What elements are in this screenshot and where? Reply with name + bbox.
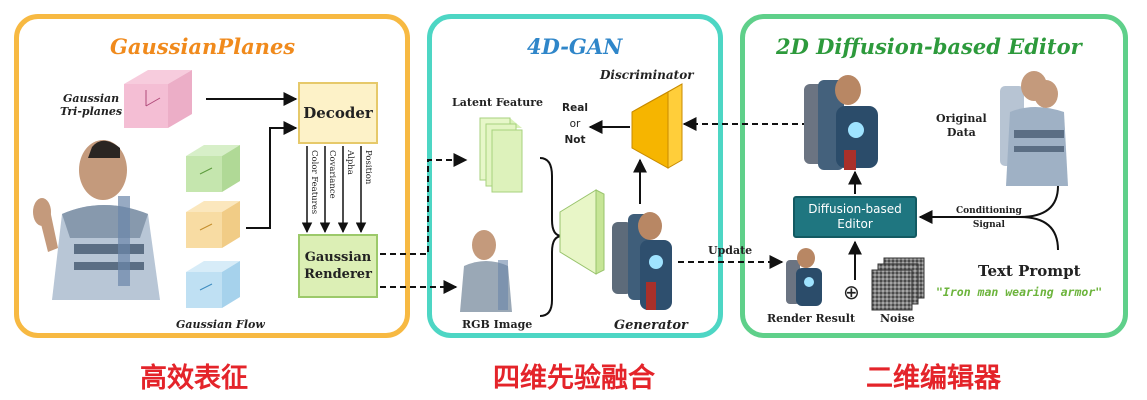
noise-icon: [871, 257, 925, 311]
gan-title: 4D-GAN: [527, 34, 623, 59]
original-label-line2: Data: [946, 126, 976, 139]
real-label: Real: [562, 102, 588, 114]
triplane-cube-icon: [124, 70, 192, 128]
editor-label-line1: Diffusion-based: [808, 202, 902, 216]
triplane-label-line1: Gaussian: [62, 92, 120, 105]
discriminator-label: Discriminator: [600, 68, 694, 82]
feature-color-label: Color Features: [309, 150, 319, 215]
conditioning-label-line2: Signal: [972, 220, 1005, 230]
feature-alpha-label: Alpha: [345, 150, 355, 175]
noise-label: Noise: [880, 312, 915, 325]
gaussian-planes-title: GaussianPlanes: [110, 34, 296, 59]
not-label: Not: [564, 134, 586, 146]
caption-editor: 二维编辑器: [866, 363, 1001, 394]
renderer-label-line2: Renderer: [304, 267, 372, 282]
update-label: Update: [708, 244, 753, 257]
caption-gan: 四维先验融合: [493, 363, 655, 394]
generator-ironman-icon: [612, 212, 672, 310]
gaussian-flow-label: Gaussian Flow: [176, 318, 265, 331]
encoder-trapezoid-icon: [559, 189, 605, 275]
triplane-label: Gaussian Tri-planes: [60, 92, 122, 118]
or-label: or: [569, 118, 581, 130]
diffusion-editor-panel: [740, 14, 1128, 338]
editor-label-line2: Editor: [837, 217, 873, 231]
plus-icon: ⊕: [843, 280, 860, 304]
feature-position-label: Position: [363, 150, 373, 185]
generator-label: Generator: [614, 318, 688, 333]
original-data-icon: [1000, 71, 1068, 186]
feature-covariance-label: Covariance: [327, 150, 337, 199]
caption-gaussian: 高效表征: [140, 363, 248, 394]
prompt-text: "Iron man wearing armor": [936, 285, 1103, 299]
rgb-image-label: RGB Image: [462, 318, 533, 331]
triplane-label-line2: Tri-planes: [60, 105, 123, 118]
text-prompt-label: Text Prompt: [978, 262, 1081, 280]
person-image-icon: [33, 140, 160, 300]
latent-feature-stack-icon: [479, 117, 523, 193]
conditioning-label-line1: Conditioning: [956, 206, 1022, 216]
original-data-label: Original Data: [936, 112, 987, 140]
decoder-box: Decoder: [298, 82, 378, 144]
discriminator-block-icon: [631, 83, 683, 169]
gaussian-planes-panel: [14, 14, 410, 338]
rgb-image-icon: [460, 230, 512, 312]
original-label-line1: Original: [936, 112, 987, 125]
editor-title: 2D Diffusion-based Editor: [776, 34, 1082, 59]
render-result-label: Render Result: [767, 312, 856, 325]
flow-cube-blue-icon: [186, 261, 240, 308]
flow-cube-yellow-icon: [186, 201, 240, 248]
render-result-icon: [786, 248, 822, 306]
renderer-label-line1: Gaussian: [304, 250, 372, 265]
conditioning-signal-label: Conditioning Signal: [956, 204, 1022, 232]
real-or-not-label: Real or Not: [560, 100, 590, 148]
gan-4d-panel: [427, 14, 723, 338]
latent-feature-label: Latent Feature: [452, 96, 544, 109]
flow-cube-green-icon: [186, 145, 240, 192]
edited-ironman-icon: [804, 75, 878, 170]
